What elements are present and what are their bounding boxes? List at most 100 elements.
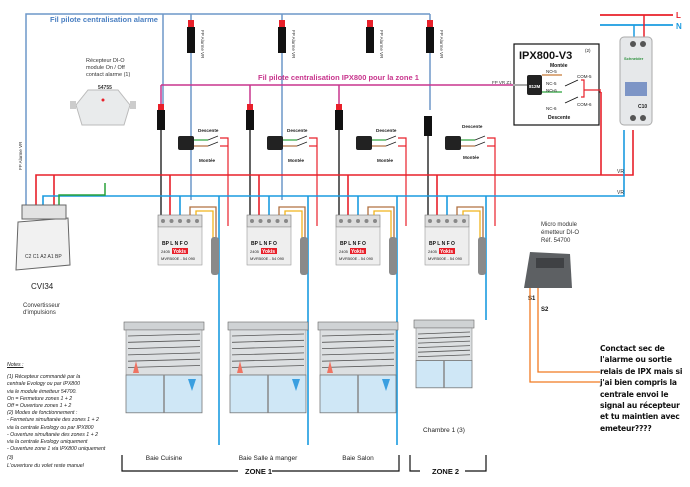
converter-caption-1: Convertisseur [23,303,60,309]
note-line: - Ouverture simultanée des zones 1 + 2 [7,431,98,438]
yokis-terminals: BP L N F O [429,241,455,247]
note-line: via le module émetteur 54700. [7,388,77,395]
motor-wire-brown [189,206,217,255]
zone2-label: ZONE 2 [432,467,459,476]
fp-alarm-label: FP Alarme VR [291,30,296,59]
fp-alarm-label: FP Alarme VR [379,30,384,59]
note-line: (3) [7,455,14,462]
s1-label: S1 [528,296,536,302]
cable-sleeve [211,237,219,275]
motor-wire-brown [367,206,395,255]
ipx-descente: Descente [548,115,570,121]
fp-alarm-label: FP Alarme VR [18,141,23,170]
note-line: On = Fermeture zones 1 + 2 [7,395,73,402]
motor-wire-yellow [373,210,392,255]
ipx-contact-no6: NO-6 [546,88,557,93]
window-label: Baie Salle à manger [239,455,298,462]
yokis-code: 2405 [161,249,171,254]
down-arrow-icon [292,379,300,391]
note-line: (2) Modes de fonctionnement : [7,410,78,417]
yokis-terminals: BP L N F O [340,241,366,247]
diode-mid [157,104,432,136]
montee-label: Montée [463,155,480,160]
live-bus [35,91,634,215]
ipx-com6: COM-6 [577,102,592,107]
note-line: via la centrale Evology uniquement [7,439,88,446]
ipx-contact-nc5: NC-5 [546,81,557,86]
descente-label: Descente [376,128,397,133]
line-n-label: N [676,22,682,31]
motor-wire-yellow [284,210,303,255]
converter-cvi34 [15,204,71,271]
note-line: Off = Ouverture zones 1 + 2 [7,403,72,410]
alarm-pilot-label: Fil pilote centralisation alarme [50,15,158,24]
ipx800-box [513,43,601,126]
zone1-label: ZONE 1 [245,467,272,476]
window-shutter: Baie Salle à manger [227,321,309,462]
descente-label: Descente [198,128,219,133]
circuit-breaker [619,36,653,126]
breaker-rating: C10 [638,104,647,110]
black-wires [160,130,429,215]
fp-vr-z1-label: FP VR Z1 [492,80,512,85]
window-shutter: Chambre 1 (3) [413,319,475,434]
montee-label: Montée [288,158,305,163]
question-annotation: Conctact sec de l'alarme ou sortie relai… [600,344,683,433]
montee-label: Montée [199,158,216,163]
up-arrow-icon [237,361,243,373]
cable-sleeve [389,237,397,275]
yokis-terminals: BP L N F O [162,241,188,247]
yokis-brand: Yokis [440,249,453,255]
converter-name: CVI34 [31,282,54,291]
cable-sleeve [478,237,486,275]
descente-label: Descente [287,128,308,133]
receiver-caption-1: Récepteur DI-O [86,58,125,64]
receiver-ref: 54755 [98,85,112,91]
note-line: - Ouverture zone 1 via IPX800 uniquement [7,446,106,453]
ipx-com5: COM-5 [577,74,592,79]
yokis-model: MVR500E - 54 090 [250,256,285,261]
fp-alarm-label: FP Alarme VR [200,30,205,59]
note-line: via la centrale Evology ou par IPX800 [7,424,94,431]
window-label: Chambre 1 (3) [423,427,465,434]
breaker-brand: Schneider [624,56,644,61]
up-arrow-icon [327,361,333,373]
emitter-caption-2: émetteur DI-O [541,230,579,236]
note-line: centrale Evology ou par IPX800 [7,381,80,388]
yokis-brand: Yokis [351,249,364,255]
cable-sleeve [300,237,308,275]
receiver-caption-3: contact alarme (1) [86,72,130,78]
emitter-wires [529,288,600,383]
yokis-brand: Yokis [173,249,186,255]
yokis-model: MVR500E - 54 090 [428,256,463,261]
mains-lines [600,14,673,40]
converter-terminals: C2 C1 A2 A1 BP [25,254,62,260]
ipx-title-sup: (2) [585,48,591,53]
ipx-title: IPX800-V3 [519,50,572,62]
neutral-bus [42,130,625,445]
vr-label: VR [617,169,624,175]
emitter-caption-1: Micro module [541,222,578,228]
yokis-brand: Yokis [262,249,275,255]
ipx-contact-nc6: NC-6 [546,106,557,111]
window-shutter: Baie Cuisine [123,321,205,462]
note-line: L'ouverture du volet reste manuel [7,462,84,469]
green-wire [58,183,106,205]
ipx-pilot-label: Fil pilote centralisation IPX800 pour la… [258,73,419,82]
motor-wire-brown [456,206,484,255]
notes-title: Notes : [7,362,24,368]
ipx-module-label: 812M [529,84,541,89]
motor-wire-yellow [195,210,214,255]
receiver-54755 [70,89,136,126]
line-l-label: L [676,11,681,20]
yokis-model: MVR500E - 54 090 [161,256,196,261]
yokis-terminals: BP L N F O [251,241,277,247]
motor-wire-yellow [462,210,481,255]
fp-alarm-label: FP Alarme VR [439,30,444,59]
yokis-code: 2405 [339,249,349,254]
descente-label: Descente [462,124,483,129]
